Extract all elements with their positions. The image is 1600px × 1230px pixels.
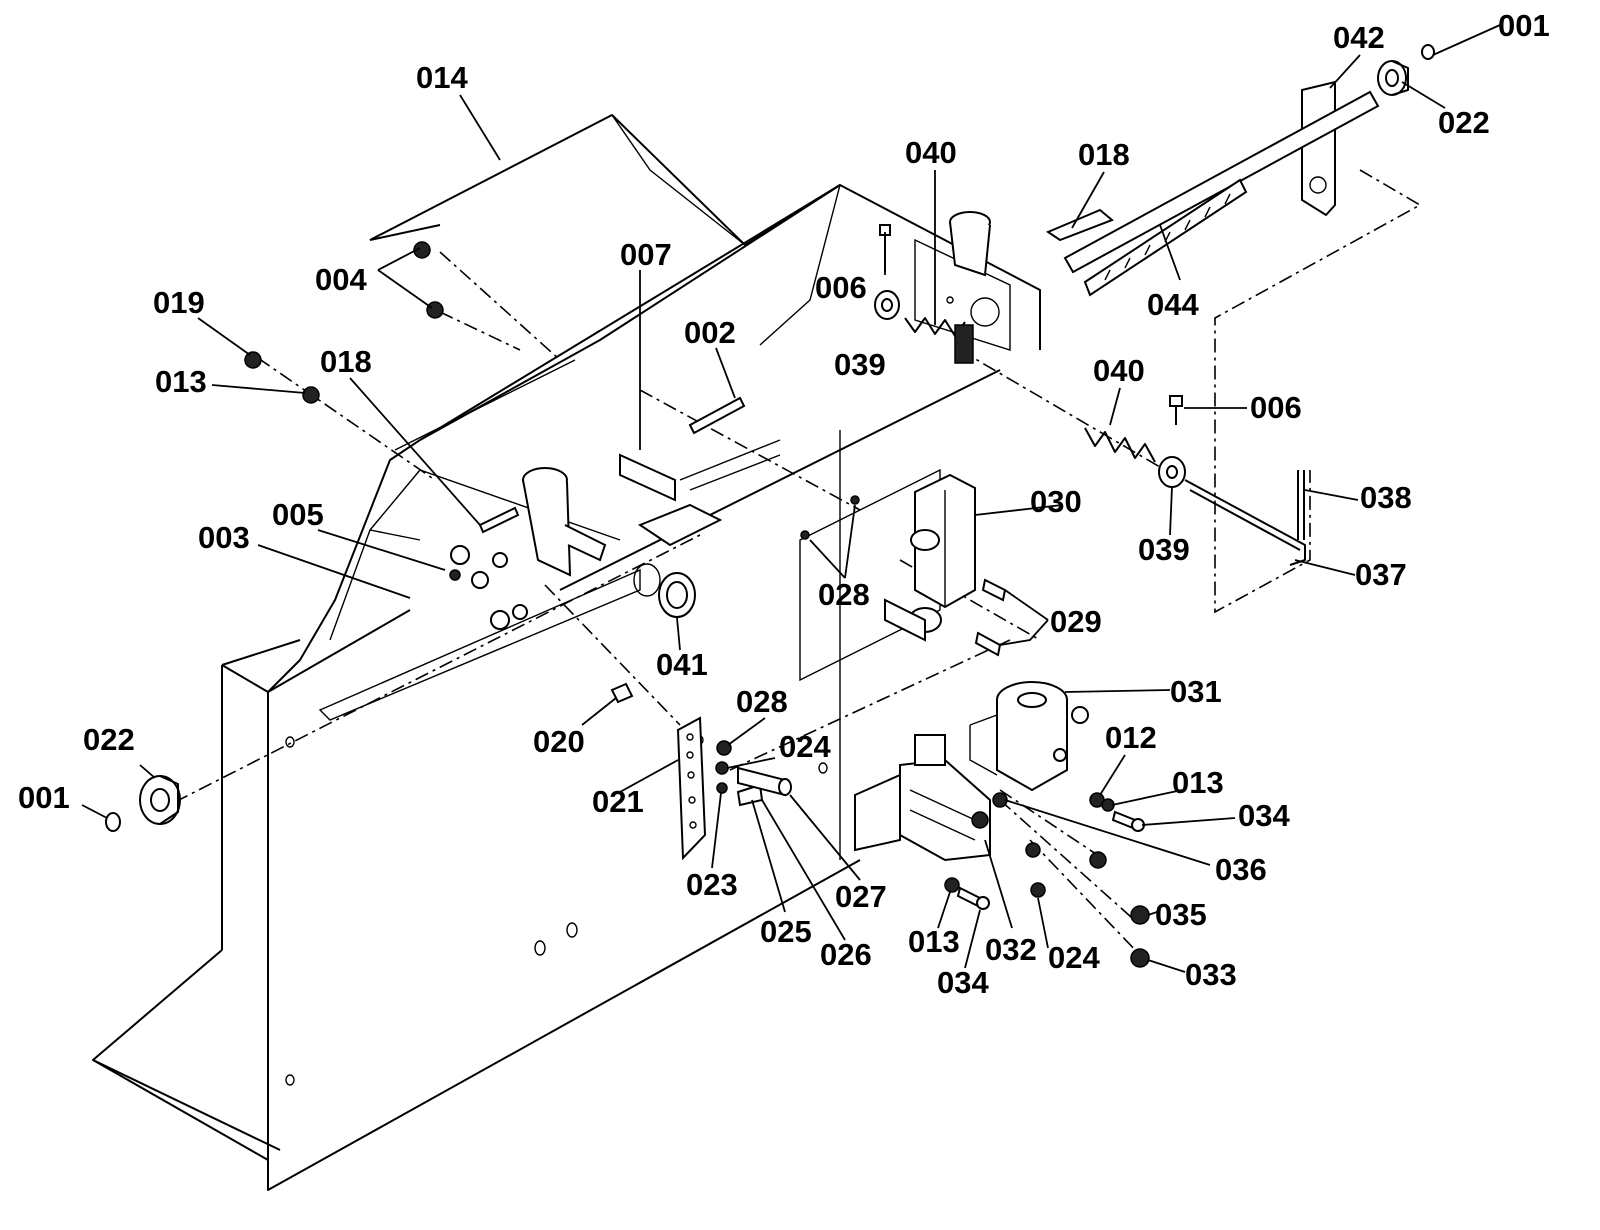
label-030: 030 <box>1030 484 1082 519</box>
screw-028-upper-a <box>850 495 860 505</box>
motor-031 <box>969 681 1089 792</box>
label-038: 038 <box>1360 480 1412 515</box>
bolt-034-right <box>1111 810 1145 832</box>
label-028-upper: 028 <box>818 577 870 612</box>
bolt-034-bottom <box>956 886 990 910</box>
label-006-lower: 006 <box>1250 390 1302 425</box>
pin-038 <box>1297 470 1305 540</box>
bolt-018-left <box>478 506 520 534</box>
nut-033 <box>1130 948 1150 968</box>
clip-001-right <box>1421 44 1435 60</box>
bushing-022-left <box>139 775 181 825</box>
label-035: 035 <box>1155 897 1207 932</box>
nut-mid-b <box>1025 842 1041 858</box>
bolt-027 <box>737 766 792 797</box>
nut-004-lower <box>426 301 444 319</box>
lever-018-top <box>1045 208 1114 242</box>
label-024-lower: 024 <box>779 729 831 764</box>
washer-013-left <box>302 386 320 404</box>
shaft <box>1063 90 1380 274</box>
collar-039-upper <box>874 290 900 320</box>
nozzle-left <box>522 467 607 577</box>
solenoid-030 <box>884 473 976 642</box>
nut-035 <box>1130 905 1150 925</box>
washer-036 <box>992 792 1008 808</box>
label-034-right: 034 <box>1238 798 1290 833</box>
label-022-right: 022 <box>1438 105 1490 140</box>
label-024-right: 024 <box>1048 940 1100 975</box>
label-033: 033 <box>1185 957 1237 992</box>
label-039-upper: 039 <box>834 347 886 382</box>
label-036: 036 <box>1215 852 1267 887</box>
washer-023 <box>716 782 728 794</box>
label-001-left: 001 <box>18 780 70 815</box>
nut-004-upper <box>413 241 431 259</box>
bolt-002 <box>688 396 746 435</box>
label-020: 020 <box>533 724 585 759</box>
label-041: 041 <box>656 647 708 682</box>
label-044: 044 <box>1147 287 1199 322</box>
washer-cluster-005 <box>449 545 528 630</box>
part-labels: 014 004 019 013 018 005 003 007 002 006 … <box>18 8 1550 1000</box>
label-034-bottom: 034 <box>937 965 989 1000</box>
label-018-left: 018 <box>320 344 372 379</box>
label-040-lower: 040 <box>1093 353 1145 388</box>
label-013-bottom: 013 <box>908 924 960 959</box>
rear-frame-outline <box>1214 169 1422 614</box>
nut-019 <box>244 351 262 369</box>
label-027: 027 <box>835 879 887 914</box>
label-003: 003 <box>198 520 250 555</box>
label-019: 019 <box>153 285 205 320</box>
spring-040-lower <box>1084 427 1156 463</box>
label-023: 023 <box>686 867 738 902</box>
main-side-panel <box>92 114 1041 1191</box>
screw-029-b <box>974 631 1002 657</box>
label-031: 031 <box>1170 674 1222 709</box>
label-028-lower: 028 <box>736 684 788 719</box>
label-039-lower: 039 <box>1138 532 1190 567</box>
clip-001-left <box>105 812 121 832</box>
label-032: 032 <box>985 932 1037 967</box>
bracket-042 <box>1301 80 1336 217</box>
label-018-top: 018 <box>1078 137 1130 172</box>
washer-024-right <box>1030 882 1046 898</box>
label-025: 025 <box>760 914 812 949</box>
label-006-upper: 006 <box>815 270 867 305</box>
label-012: 012 <box>1105 720 1157 755</box>
label-007: 007 <box>620 237 672 272</box>
label-013-right: 013 <box>1172 765 1224 800</box>
strip-021 <box>676 716 707 861</box>
assembly-lines <box>174 251 1166 956</box>
switch-007 <box>619 439 781 547</box>
pin-006-lower <box>1169 395 1183 425</box>
label-004: 004 <box>315 262 367 297</box>
screw-028-upper-b <box>800 530 810 540</box>
label-001-right: 001 <box>1498 8 1550 43</box>
leader-lines <box>81 24 1501 973</box>
valve-block-032 <box>854 734 991 862</box>
label-040-upper: 040 <box>905 135 957 170</box>
label-002: 002 <box>684 315 736 350</box>
collar-039-lower <box>1158 456 1186 488</box>
spring-040-upper <box>904 317 974 364</box>
label-013-left: 013 <box>155 364 207 399</box>
rod-037 <box>1184 479 1306 566</box>
seal-041 <box>633 563 696 618</box>
bushing-022-right <box>1377 60 1409 96</box>
screw-029-a <box>981 578 1007 602</box>
label-022-left: 022 <box>83 722 135 757</box>
label-026: 026 <box>820 937 872 972</box>
label-021: 021 <box>592 784 644 819</box>
label-029: 029 <box>1050 604 1102 639</box>
label-037: 037 <box>1355 557 1407 592</box>
nut-mid-a <box>1089 851 1107 869</box>
washer-024-lower <box>715 761 729 775</box>
nozzle-top <box>949 211 991 277</box>
nut-028-lower <box>716 740 732 756</box>
label-042: 042 <box>1333 20 1385 55</box>
washer-013-bottom <box>944 877 960 893</box>
label-014: 014 <box>416 60 468 95</box>
label-005: 005 <box>272 497 324 532</box>
